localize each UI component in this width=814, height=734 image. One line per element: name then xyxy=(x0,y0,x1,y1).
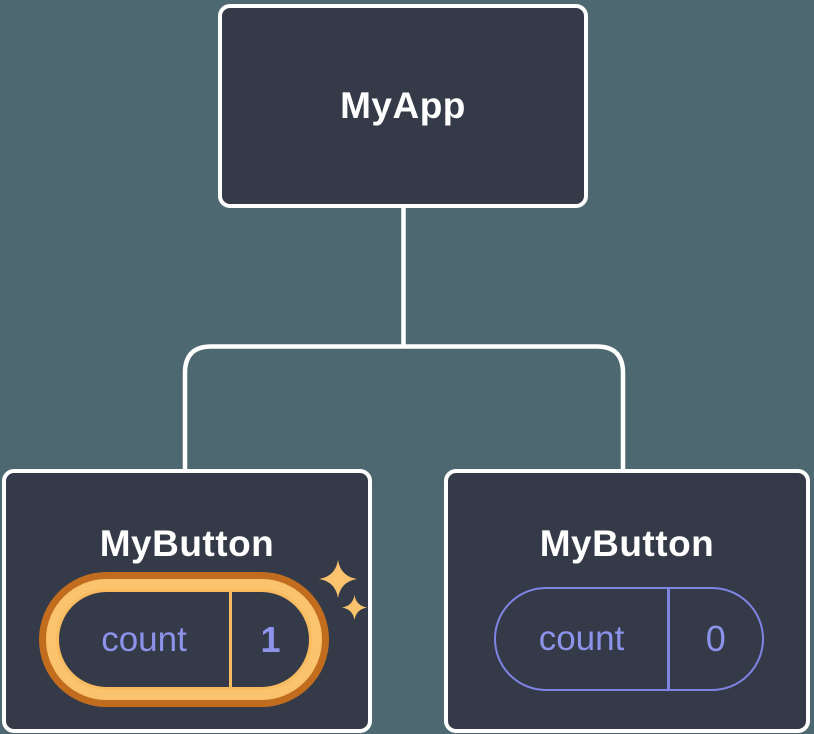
pill-divider xyxy=(667,589,670,689)
component-label: MyButton xyxy=(539,523,715,564)
state-value: 1 xyxy=(260,618,281,660)
state-value: 0 xyxy=(705,618,726,659)
state-pill-highlighted: count 1 xyxy=(56,589,312,690)
component-label: MyApp xyxy=(340,85,466,126)
state-key-label: count xyxy=(538,619,625,658)
pill-divider xyxy=(229,592,232,687)
component-node-myapp: MyApp xyxy=(218,4,588,208)
component-label: MyButton xyxy=(99,523,275,564)
state-key-label: count xyxy=(101,619,187,659)
state-pill: count 0 xyxy=(494,587,764,691)
